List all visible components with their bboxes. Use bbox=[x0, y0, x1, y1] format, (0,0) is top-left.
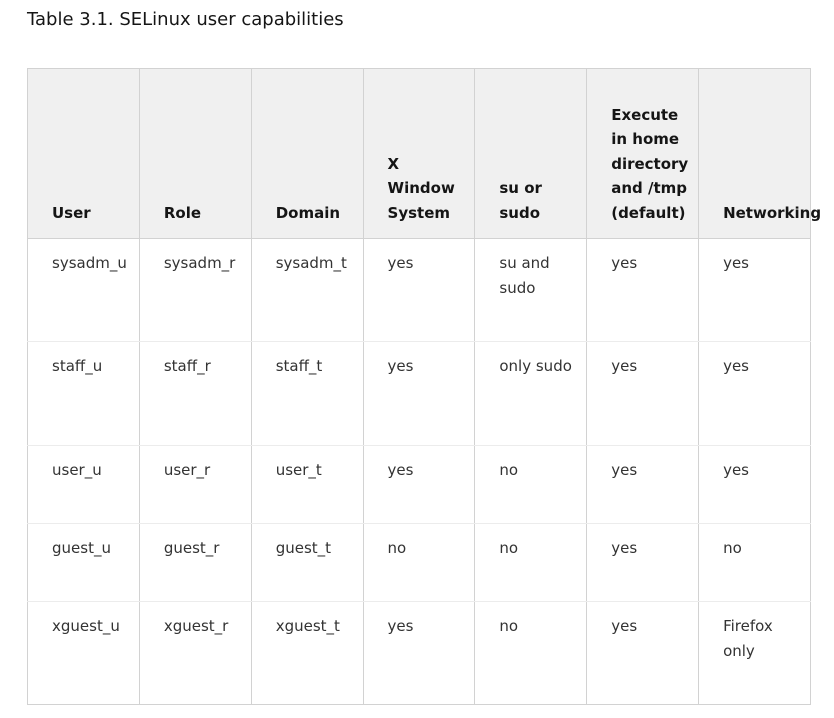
cell-role: staff_r bbox=[138, 341, 252, 446]
header-user: User bbox=[27, 68, 140, 239]
header-domain: Domain bbox=[250, 68, 364, 239]
cell-su-sudo: no bbox=[474, 523, 588, 602]
cell-text: yes bbox=[611, 461, 638, 479]
table-body: sysadm_u sysadm_r sysadm_t yes su and su… bbox=[27, 238, 811, 705]
cell-x-window: yes bbox=[362, 238, 476, 342]
cell-text: user_u bbox=[52, 461, 102, 479]
cell-text: Firefox only bbox=[723, 617, 773, 660]
cell-x-window: yes bbox=[362, 601, 476, 705]
cell-domain: guest_t bbox=[250, 523, 364, 602]
cell-x-window: yes bbox=[362, 445, 476, 524]
header-su-or-sudo: su or sudo bbox=[474, 68, 588, 239]
cell-text: yes bbox=[611, 357, 638, 375]
cell-text: staff_r bbox=[163, 357, 211, 375]
cell-execute: yes bbox=[586, 523, 700, 602]
cell-networking: yes bbox=[698, 238, 811, 342]
cell-text: sysadm_u bbox=[52, 254, 127, 272]
cell-text: no bbox=[499, 461, 519, 479]
table-row: user_u user_r user_t yes no yes yes bbox=[27, 445, 811, 524]
cell-text: sysadm_t bbox=[275, 254, 347, 272]
cell-text: yes bbox=[723, 357, 749, 375]
cell-role: guest_r bbox=[138, 523, 252, 602]
cell-execute: yes bbox=[586, 601, 700, 705]
cell-text: no bbox=[723, 539, 742, 557]
cell-execute: yes bbox=[586, 238, 700, 342]
cell-role: sysadm_r bbox=[138, 238, 252, 342]
cell-networking: yes bbox=[698, 445, 811, 524]
cell-domain: user_t bbox=[250, 445, 364, 524]
cell-text: yes bbox=[611, 539, 638, 557]
cell-text: xguest_u bbox=[52, 617, 120, 635]
table-row: xguest_u xguest_r xguest_t yes no yes Fi… bbox=[27, 601, 811, 705]
cell-text: only sudo bbox=[499, 357, 572, 375]
table-caption: Table 3.1. SELinux user capabilities bbox=[27, 9, 344, 30]
selinux-user-capabilities-table: User Role Domain X Window System su or s… bbox=[27, 68, 822, 705]
cell-su-sudo: no bbox=[474, 445, 588, 524]
header-domain-label: Domain bbox=[275, 203, 341, 222]
cell-role: user_r bbox=[138, 445, 252, 524]
cell-execute: yes bbox=[586, 445, 700, 524]
table-row: sysadm_u sysadm_r sysadm_t yes su and su… bbox=[27, 238, 811, 342]
cell-text: su and sudo bbox=[499, 254, 550, 297]
cell-user: staff_u bbox=[27, 341, 140, 446]
capabilities-table-wrapper: User Role Domain X Window System su or s… bbox=[27, 68, 834, 706]
cell-role: xguest_r bbox=[138, 601, 252, 705]
header-networking-label: Networking bbox=[723, 203, 822, 222]
header-x-window-system-label: X Window System bbox=[387, 154, 455, 222]
header-execute-home-tmp-label: Execute in home directory and /tmp (defa… bbox=[611, 105, 689, 222]
cell-text: sysadm_r bbox=[163, 254, 236, 272]
cell-text: no bbox=[499, 617, 519, 635]
cell-text: staff_t bbox=[275, 357, 323, 375]
cell-text: user_t bbox=[275, 461, 322, 479]
cell-user: xguest_u bbox=[27, 601, 140, 705]
cell-text: no bbox=[499, 539, 519, 557]
cell-text: yes bbox=[387, 461, 414, 479]
cell-text: yes bbox=[387, 254, 414, 272]
cell-text: no bbox=[387, 539, 407, 557]
cell-user: user_u bbox=[27, 445, 140, 524]
cell-text: user_r bbox=[163, 461, 211, 479]
cell-networking: yes bbox=[698, 341, 811, 446]
cell-networking: Firefox only bbox=[698, 601, 811, 705]
cell-su-sudo: no bbox=[474, 601, 588, 705]
header-role-label: Role bbox=[163, 203, 202, 222]
cell-domain: staff_t bbox=[250, 341, 364, 446]
cell-text: guest_t bbox=[275, 539, 332, 557]
cell-x-window: yes bbox=[362, 341, 476, 446]
header-x-window-system: X Window System bbox=[362, 68, 476, 239]
cell-text: yes bbox=[723, 254, 749, 272]
header-row: User Role Domain X Window System su or s… bbox=[27, 68, 822, 239]
header-role: Role bbox=[138, 68, 252, 239]
table-header: User Role Domain X Window System su or s… bbox=[27, 68, 822, 239]
cell-domain: sysadm_t bbox=[250, 238, 364, 342]
header-su-or-sudo-label: su or sudo bbox=[499, 179, 542, 222]
cell-user: sysadm_u bbox=[27, 238, 140, 342]
cell-text: yes bbox=[387, 357, 414, 375]
cell-networking: no bbox=[698, 523, 811, 602]
cell-su-sudo: su and sudo bbox=[474, 238, 588, 342]
cell-user: guest_u bbox=[27, 523, 140, 602]
header-execute-home-tmp: Execute in home directory and /tmp (defa… bbox=[586, 68, 700, 239]
cell-text: guest_u bbox=[52, 539, 111, 557]
table-row: staff_u staff_r staff_t yes only sudo ye… bbox=[27, 341, 811, 446]
cell-x-window: no bbox=[362, 523, 476, 602]
cell-execute: yes bbox=[586, 341, 700, 446]
cell-text: xguest_r bbox=[163, 617, 229, 635]
cell-su-sudo: only sudo bbox=[474, 341, 588, 446]
cell-text: guest_r bbox=[163, 539, 220, 557]
header-networking: Networking bbox=[698, 68, 822, 239]
cell-text: yes bbox=[387, 617, 414, 635]
header-user-label: User bbox=[52, 203, 91, 222]
cell-text: yes bbox=[611, 617, 638, 635]
cell-text: xguest_t bbox=[275, 617, 340, 635]
cell-domain: xguest_t bbox=[250, 601, 364, 705]
cell-text: yes bbox=[611, 254, 638, 272]
cell-text: yes bbox=[723, 461, 749, 479]
table-row: guest_u guest_r guest_t no no yes no bbox=[27, 523, 811, 602]
cell-text: staff_u bbox=[52, 357, 103, 375]
